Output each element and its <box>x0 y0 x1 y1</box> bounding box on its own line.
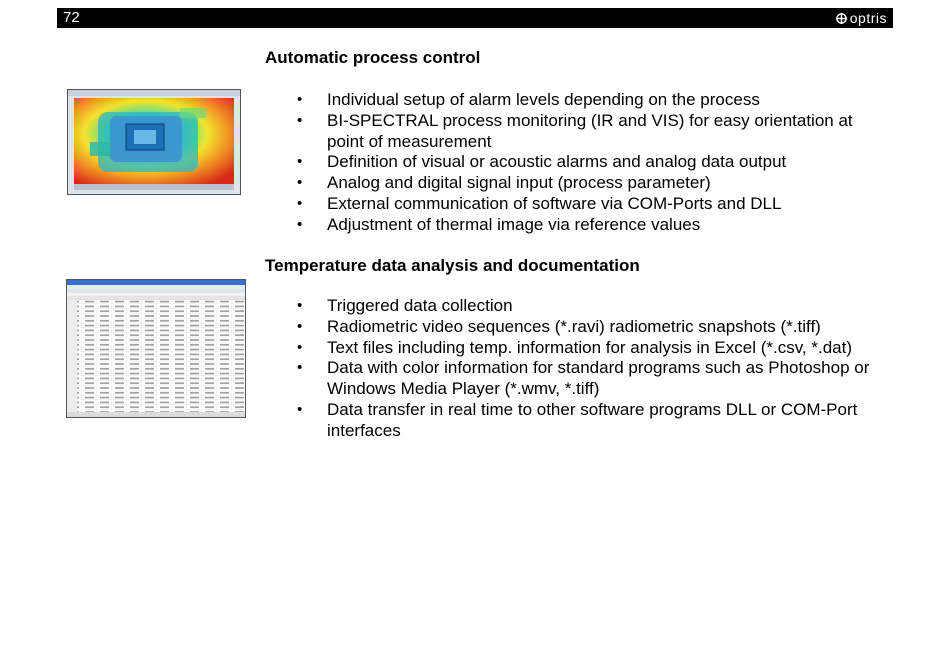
list-item: Data with color information for standard… <box>265 358 885 400</box>
list-item: BI-SPECTRAL process monitoring (IR and V… <box>265 111 885 153</box>
list-item: Individual setup of alarm levels dependi… <box>265 90 885 111</box>
list-item: Radiometric video sequences (*.ravi) rad… <box>265 317 885 338</box>
process-control-feature-list: Individual setup of alarm levels dependi… <box>265 90 885 236</box>
optris-logo: optris <box>835 10 887 26</box>
data-analysis-feature-list: Triggered data collection Radiometric vi… <box>265 296 885 442</box>
section-heading-data-analysis: Temperature data analysis and documentat… <box>265 256 640 275</box>
list-item: Definition of visual or acoustic alarms … <box>265 152 885 173</box>
list-item: Analog and digital signal input (process… <box>265 173 885 194</box>
page-number: 72 <box>63 9 80 26</box>
optris-logo-mark-icon <box>835 12 847 24</box>
list-item: Text files including temp. information f… <box>265 338 885 359</box>
list-item: Triggered data collection <box>265 296 885 317</box>
list-item: External communication of software via C… <box>265 194 885 215</box>
optris-logo-text: optris <box>849 10 887 26</box>
section-heading-process-control: Automatic process control <box>265 48 481 67</box>
page-header-bar: 72 optris <box>57 8 893 28</box>
list-item: Adjustment of thermal image via referenc… <box>265 215 885 236</box>
list-item: Data transfer in real time to other soft… <box>265 400 885 442</box>
excel-data-screenshot <box>66 279 246 418</box>
spreadsheet-picture <box>67 280 245 417</box>
thermal-image-screenshot <box>67 89 241 195</box>
thermal-image-picture <box>68 90 240 194</box>
